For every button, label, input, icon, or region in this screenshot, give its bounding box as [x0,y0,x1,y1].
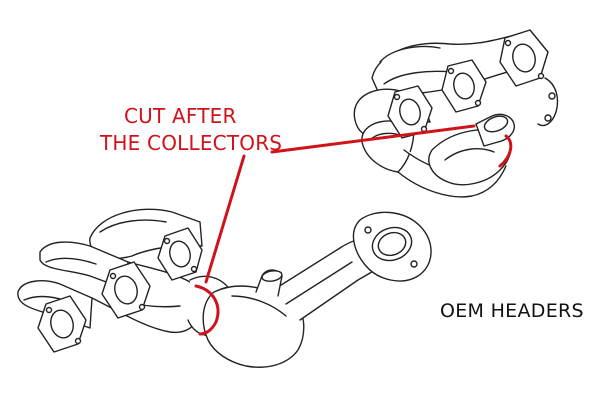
callout-label-line2: THE COLLECTORS [100,131,283,155]
callout-label-line1: CUT AFTER [124,104,237,128]
outlet-flange [352,211,432,282]
front-flange-3 [37,295,87,353]
front-header-assembly [17,208,235,353]
leader-line-front [204,154,246,284]
front-flange-1 [157,227,203,281]
catalytic-converter-pipe [202,211,432,368]
cut-markers [194,124,513,336]
caption-label: OEM HEADERS [440,300,584,322]
front-cut-mark [194,284,220,336]
rear-flange-3 [499,29,549,87]
leader-line-rear [270,124,476,154]
rear-cut-mark [498,134,513,168]
rear-header-assembly [353,29,559,198]
front-flange-2 [101,261,151,319]
rear-flange-2 [441,59,487,113]
